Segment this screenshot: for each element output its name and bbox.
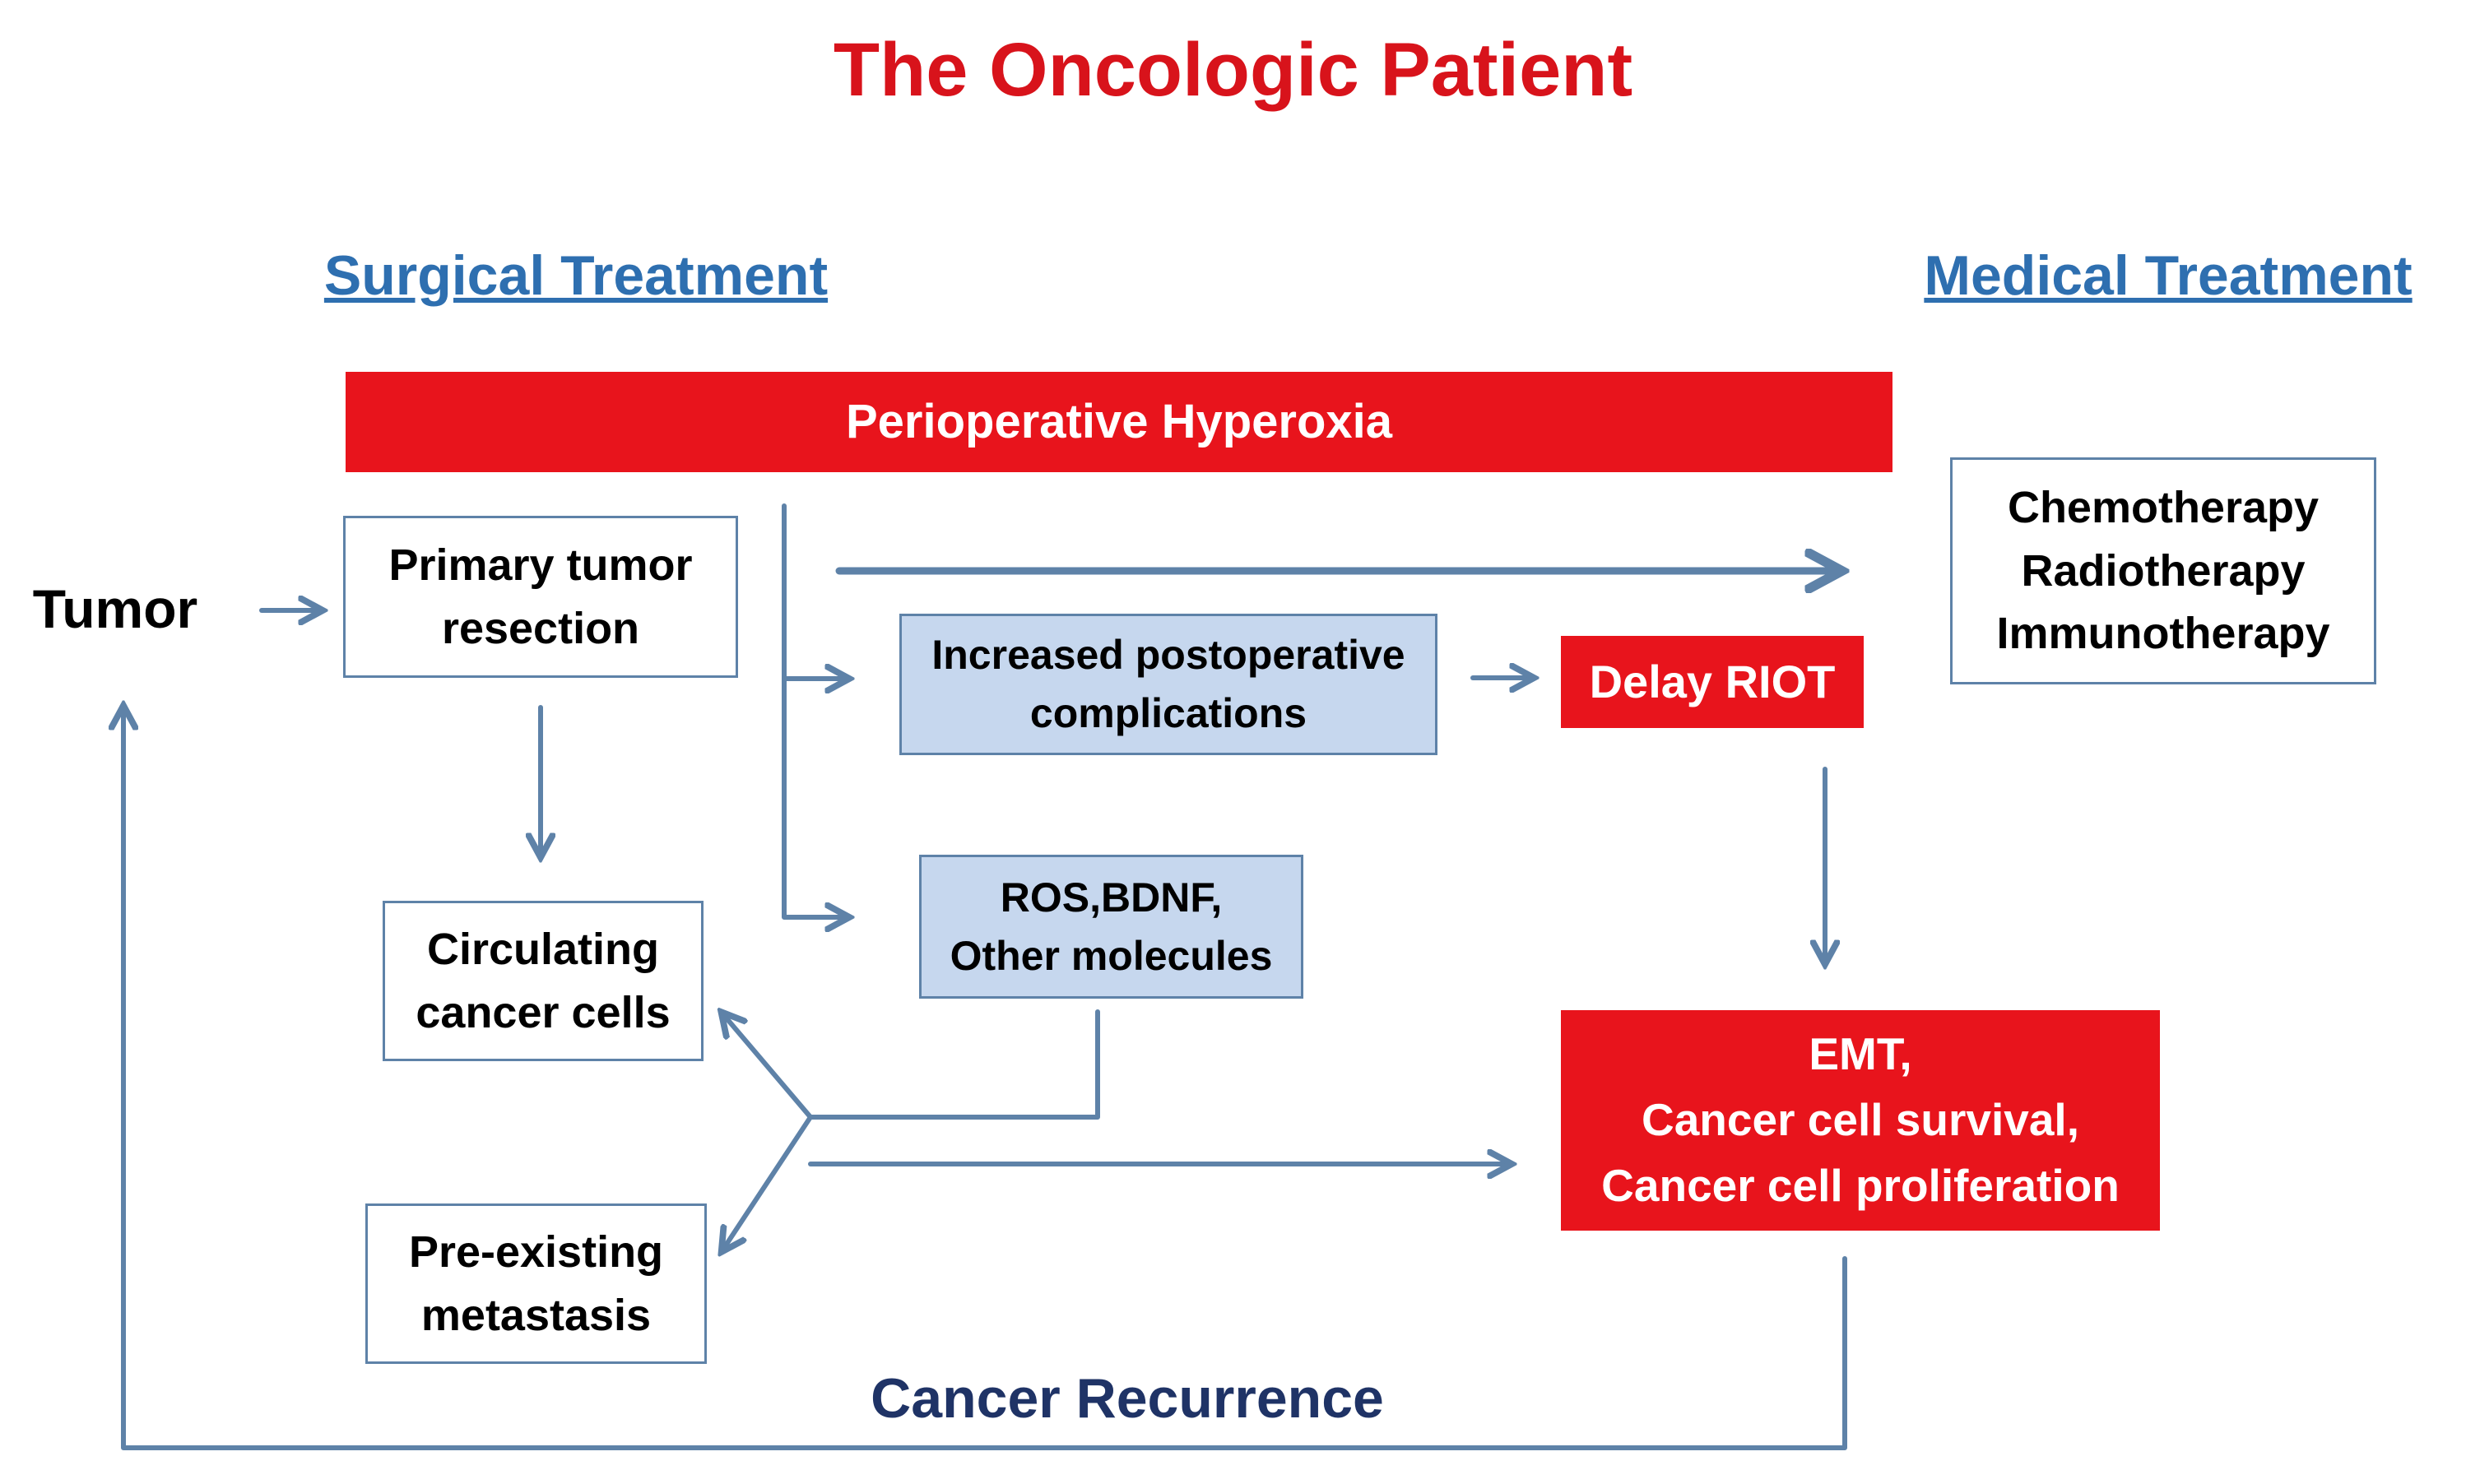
arrow-fork-to-metastasis [722, 1115, 813, 1250]
primary-tumor-resection-box: Primary tumor resection [343, 516, 738, 678]
perioperative-hyperoxia-box: Perioperative Hyperoxia [346, 372, 1892, 472]
cancer-recurrence-label: Cancer Recurrence [871, 1366, 1384, 1430]
surgical-treatment-header: Surgical Treatment [323, 243, 829, 307]
medical-treatment-header: Medical Treatment [1924, 243, 2413, 307]
arrow-recurrence-loop [123, 707, 1847, 1450]
ros-to-fork-line [808, 1009, 1100, 1120]
page-title: The Oncologic Patient [833, 27, 1633, 112]
pre-existing-metastasis-box: Pre-existing metastasis [365, 1203, 707, 1364]
therapies-box: Chemotherapy Radiotherapy Immunotherapy [1950, 457, 2376, 684]
hyperoxia-stem-line [782, 503, 848, 917]
emt-survival-proliferation-box: EMT, Cancer cell survival, Cancer cell p… [1561, 1010, 2160, 1231]
tumor-label: Tumor [32, 577, 198, 639]
arrow-fork-to-circulating [722, 1013, 813, 1120]
delay-riot-box: Delay RIOT [1561, 636, 1864, 728]
circulating-cancer-cells-box: Circulating cancer cells [383, 901, 704, 1061]
ros-bdnf-box: ROS,BDNF, Other molecules [919, 855, 1303, 999]
postoperative-complications-box: Increased postoperative complications [899, 614, 1437, 755]
